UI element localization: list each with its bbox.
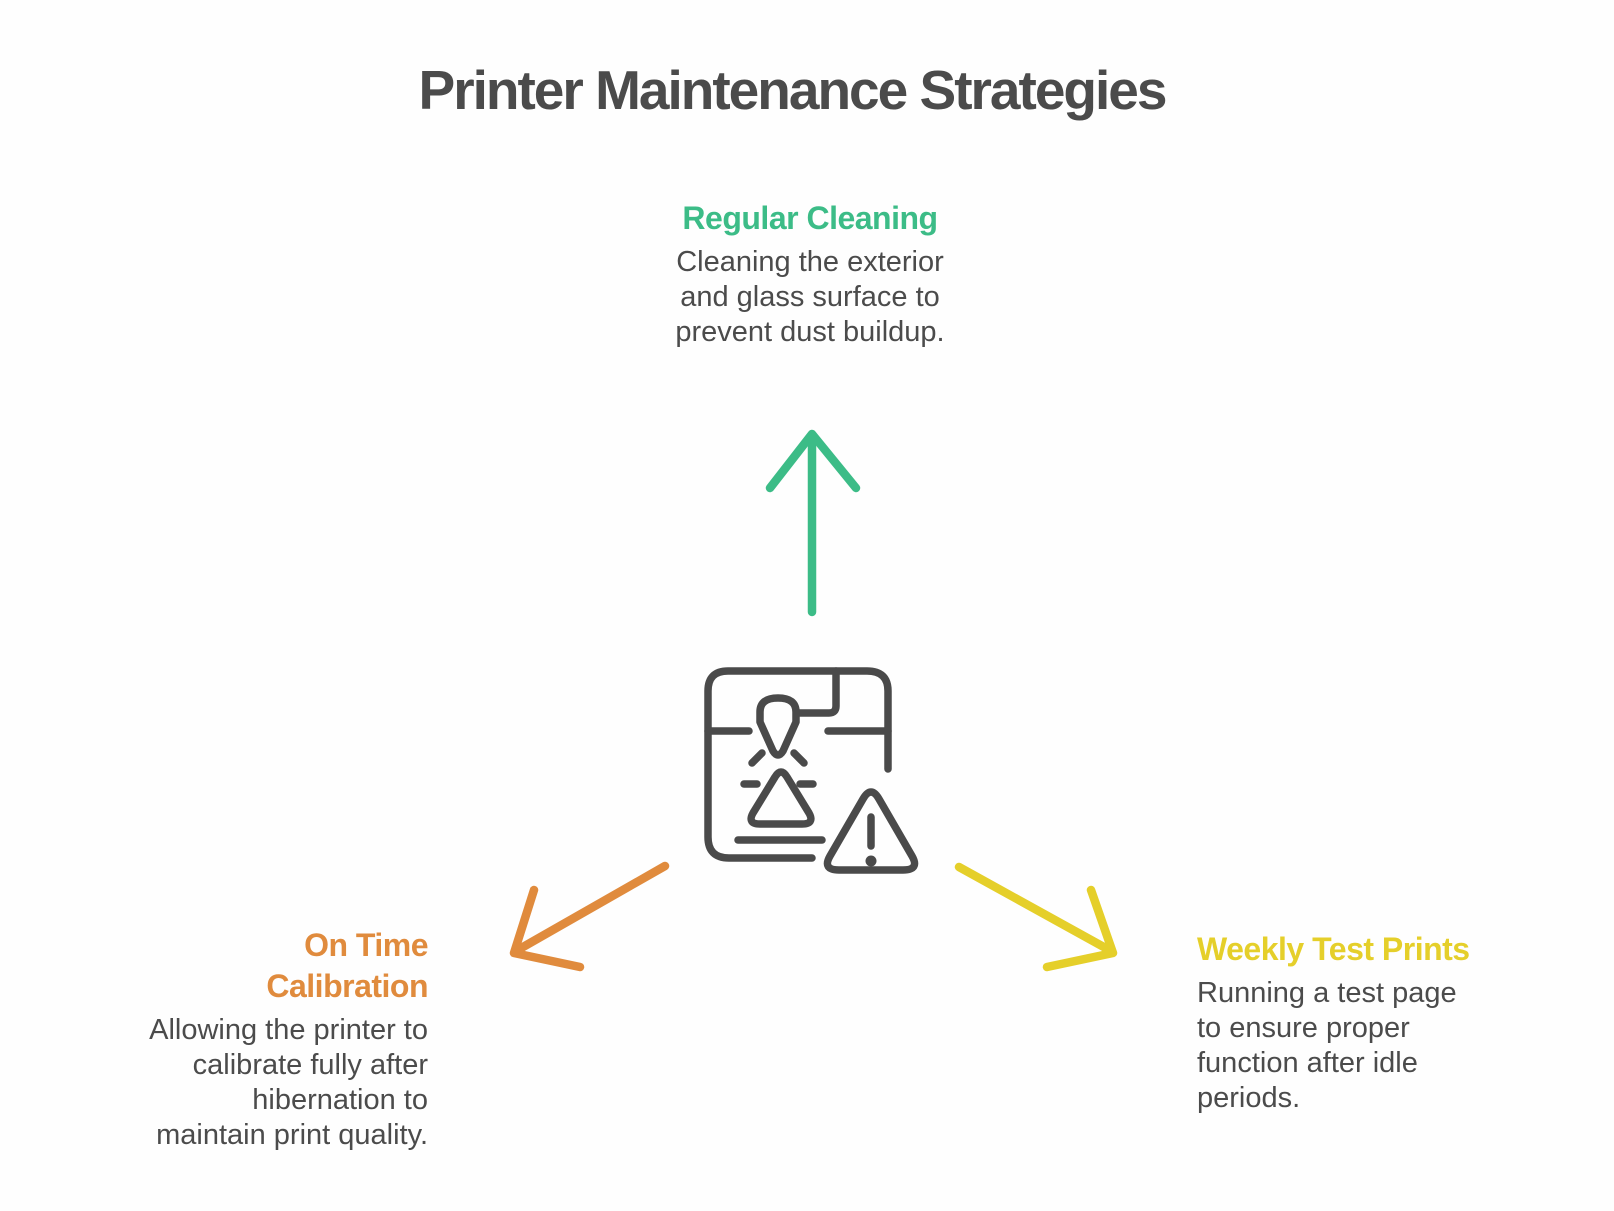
section-body-weekly-test-prints: Running a test page to ensure proper fun… <box>1197 977 1457 1114</box>
printer-nozzle <box>756 694 800 759</box>
section-heading-weekly-test-prints: Weekly Test Prints <box>1197 931 1470 967</box>
printer-frame <box>704 667 892 862</box>
section-weekly-test-prints: Weekly Test Prints Running a test page t… <box>1197 929 1527 1116</box>
warning-exclamation-dot <box>865 855 877 867</box>
down-right-arrow-head <box>1042 885 1118 972</box>
down-right-arrow-icon <box>954 862 1118 972</box>
section-body-regular-cleaning: Cleaning the exterior and glass surface … <box>675 246 945 348</box>
up-arrow-head <box>765 429 861 493</box>
page-title: Printer Maintenance Strategies <box>418 59 1168 121</box>
section-body-on-time-calibration: Allowing the printer to calibrate fully … <box>149 1014 428 1151</box>
printer-head-step <box>793 667 840 717</box>
section-on-time-calibration: On Time Calibration Allowing the printer… <box>68 925 428 1153</box>
up-arrow-icon <box>765 429 861 617</box>
spark-nw <box>748 749 766 767</box>
down-left-arrow-head <box>509 885 585 972</box>
printed-object-triangle <box>747 768 815 828</box>
section-heading-on-time-calibration: On Time Calibration <box>266 927 428 1004</box>
warning-triangle <box>823 788 919 874</box>
down-left-arrow-shaft <box>511 861 670 956</box>
printer-warning-icon <box>704 667 919 874</box>
spark-ne <box>790 749 808 767</box>
down-left-arrow-icon <box>509 861 670 972</box>
section-regular-cleaning: Regular Cleaning Cleaning the exterior a… <box>585 198 1035 350</box>
section-heading-regular-cleaning: Regular Cleaning <box>682 200 938 236</box>
down-right-arrow-shaft <box>954 862 1116 956</box>
